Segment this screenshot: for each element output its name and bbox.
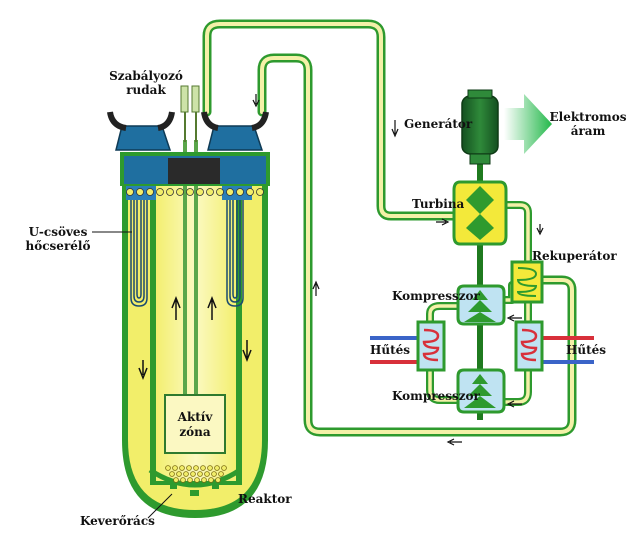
mixing-grid-dot: [180, 477, 186, 483]
compressor-lower: [456, 368, 506, 414]
turbine: [452, 180, 508, 246]
mixing-grid-dot: [179, 465, 185, 471]
label-recuperator: Rekuperátor: [532, 249, 617, 263]
label-u-tube-line1: U-csöves: [29, 225, 88, 239]
flow-up-arrow-left: [171, 295, 181, 320]
flow-down-arrow-right: [242, 340, 252, 363]
mixing-grid-dot: [204, 471, 210, 477]
label-control-rods-line1: Szabályozó: [109, 69, 183, 83]
loop-flow-arrows: [252, 94, 544, 446]
head-band-dot: [146, 188, 154, 196]
label-control-rods-line2: rudak: [126, 83, 166, 97]
mixing-grid-dot: [176, 471, 182, 477]
recuperator: [510, 260, 544, 304]
compressor-upper: [456, 284, 506, 326]
mixing-grid-dot: [215, 477, 221, 483]
head-band-dot: [196, 188, 204, 196]
mixing-grid-dot: [173, 477, 179, 483]
reactor-head: [107, 111, 270, 196]
mixing-grid-dot: [207, 465, 213, 471]
label-cooling-left: Hűtés: [370, 343, 410, 357]
control-rod-right: [194, 140, 198, 400]
head-band-dot: [126, 188, 134, 196]
mixing-grid-dot: [208, 477, 214, 483]
label-active-zone-line2: zóna: [179, 425, 211, 439]
label-mixing-grid: Keverőrács: [80, 514, 155, 528]
label-turbine: Turbina: [412, 197, 465, 211]
head-band-dot: [216, 188, 224, 196]
cooler-left: [370, 320, 446, 372]
mixing-grid-dot: [187, 477, 193, 483]
mixing-grid-dot: [172, 465, 178, 471]
mixing-grid-dot: [211, 471, 217, 477]
cooler-right: [514, 320, 594, 372]
mixing-grid: [148, 465, 242, 496]
head-band-dot: [136, 188, 144, 196]
head-band-dot: [156, 188, 164, 196]
head-band-dot: [166, 188, 174, 196]
label-electric-line2: áram: [571, 124, 606, 138]
head-band-dot: [176, 188, 184, 196]
label-compressor-upper: Kompresszor: [392, 289, 481, 303]
label-compressor-lower: Kompresszor: [392, 389, 481, 403]
mixing-grid-dot: [169, 471, 175, 477]
electric-output-arrow: [504, 94, 552, 154]
flow-down-arrow-left: [138, 360, 148, 381]
label-active-zone-line1: Aktív: [177, 410, 214, 424]
flow-up-arrow-right: [207, 295, 217, 320]
label-u-tube-line2: hőcserélő: [26, 239, 91, 253]
head-band-dot: [236, 188, 244, 196]
mixing-grid-dot: [201, 477, 207, 483]
head-band-dot: [206, 188, 214, 196]
label-reactor: Reaktor: [238, 492, 292, 506]
label-electric-line1: Elektromos: [550, 110, 627, 124]
mixing-grid-dot: [200, 465, 206, 471]
head-band-dot: [186, 188, 194, 196]
control-rod-left: [183, 140, 187, 400]
mixing-grid-dot: [193, 465, 199, 471]
label-generator: Generátor: [404, 117, 473, 131]
head-band-dot: [226, 188, 234, 196]
mixing-grid-dot: [165, 465, 171, 471]
mixing-grid-dot: [190, 471, 196, 477]
mixing-grid-dot: [186, 465, 192, 471]
mixing-grid-dot: [221, 465, 227, 471]
active-core: [164, 394, 226, 454]
mixing-grid-dot: [194, 477, 200, 483]
mixing-grid-dot: [197, 471, 203, 477]
pipe-return-loop: [257, 53, 577, 437]
pipe-power-loop: [426, 201, 532, 406]
label-cooling-right: Hűtés: [566, 343, 606, 357]
mixing-grid-dot: [214, 465, 220, 471]
generator: [461, 89, 499, 165]
head-band-dot: [246, 188, 254, 196]
pipe-outer-loop: [202, 19, 460, 221]
control-rod-drives: [180, 85, 200, 142]
mixing-grid-dot: [218, 471, 224, 477]
mixing-grid-dot: [183, 471, 189, 477]
head-band-dot: [256, 188, 264, 196]
